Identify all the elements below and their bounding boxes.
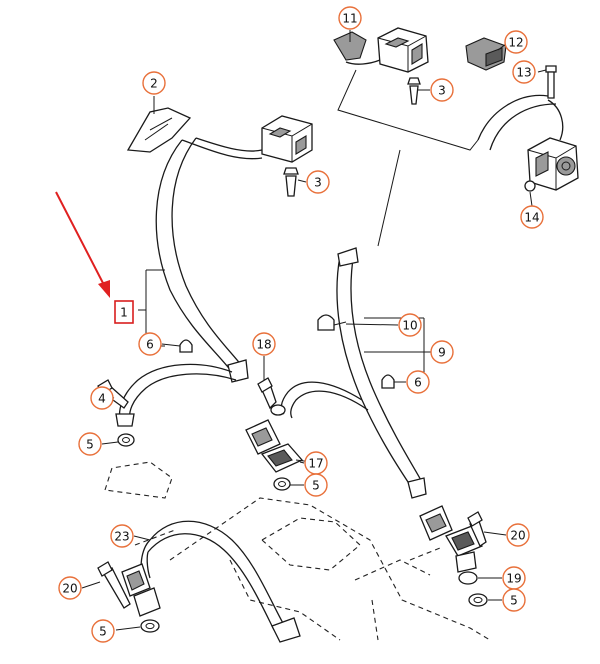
callout-label: 6 (414, 376, 422, 390)
callout-ring (304, 473, 328, 497)
callout-ring (252, 332, 276, 356)
lower-left-belt (97, 520, 301, 643)
callout-c23: 23 (110, 524, 134, 548)
callout-c11: 11 (338, 6, 362, 30)
callout-ring (406, 370, 430, 394)
callout-ring (142, 71, 166, 95)
rear-top-cluster (333, 27, 579, 247)
callout-c3a: 3 (306, 170, 330, 194)
callout-ring (504, 30, 528, 54)
callout-label: 17 (308, 457, 323, 471)
callout-label: 14 (524, 211, 539, 225)
callout-ring (110, 524, 134, 548)
callout-c14: 14 (520, 205, 544, 229)
callout-ring (430, 340, 454, 364)
callout-label: 6 (146, 338, 154, 352)
callout-ring (398, 313, 422, 337)
callout-label: 12 (508, 36, 523, 50)
callout-c5a: 5 (78, 432, 102, 456)
callout-label: 4 (98, 392, 106, 406)
callout-ring (58, 576, 82, 600)
callout-label: 3 (314, 176, 322, 190)
rear-right-belt (280, 247, 432, 499)
callout-ring (506, 523, 530, 547)
callout-c12: 12 (504, 30, 528, 54)
callout-c2: 2 (142, 71, 166, 95)
callout-label: 5 (312, 479, 320, 493)
callout-ring (512, 60, 536, 84)
callout-highlight-box (114, 300, 134, 324)
callout-label: 3 (438, 84, 446, 98)
callout-label: 23 (114, 530, 129, 544)
callout-c6a: 6 (138, 332, 162, 356)
callout-c9: 9 (430, 340, 454, 364)
callout-c10: 10 (398, 313, 422, 337)
left-belt-assembly (97, 107, 313, 447)
callout-label: 20 (62, 582, 77, 596)
callout-ring (78, 432, 102, 456)
floor-panel-outline (104, 461, 491, 641)
callout-c4: 4 (90, 386, 114, 410)
callout-label: 19 (506, 572, 521, 586)
highlight-arrow (55, 191, 110, 298)
callout-ring (430, 78, 454, 102)
callout-label: 5 (86, 438, 94, 452)
callout-label: 5 (510, 594, 518, 608)
callout-c17: 17 (304, 451, 328, 475)
callout-label: 5 (99, 625, 107, 639)
callout-ring (520, 205, 544, 229)
callout-c18: 18 (252, 332, 276, 356)
callout-ring (90, 386, 114, 410)
callout-c5b: 5 (304, 473, 328, 497)
callout-ring (502, 588, 526, 612)
right-buckle-cluster (419, 505, 488, 607)
callout-c20b: 20 (58, 576, 82, 600)
leader-lines (81, 30, 547, 631)
callout-c5c: 5 (502, 588, 526, 612)
callout-label: 11 (342, 12, 357, 26)
callout-ring (338, 6, 362, 30)
callout-c1: 1 (114, 300, 134, 324)
callout-ring (138, 332, 162, 356)
callout-label: 20 (510, 529, 525, 543)
callout-label: 18 (256, 338, 271, 352)
callout-label: 9 (438, 346, 446, 360)
callout-label: 13 (516, 66, 531, 80)
center-buckle-cluster (245, 377, 313, 491)
callout-c3b: 3 (430, 78, 454, 102)
callout-label: 1 (120, 306, 128, 320)
callout-ring (306, 170, 330, 194)
callout-ring (91, 619, 115, 643)
callout-label: 10 (402, 319, 417, 333)
callout-c13: 13 (512, 60, 536, 84)
callout-c5d: 5 (91, 619, 115, 643)
callout-c20a: 20 (506, 523, 530, 547)
callout-c6b: 6 (406, 370, 430, 394)
callout-label: 2 (150, 77, 158, 91)
callout-c19: 19 (502, 566, 526, 590)
